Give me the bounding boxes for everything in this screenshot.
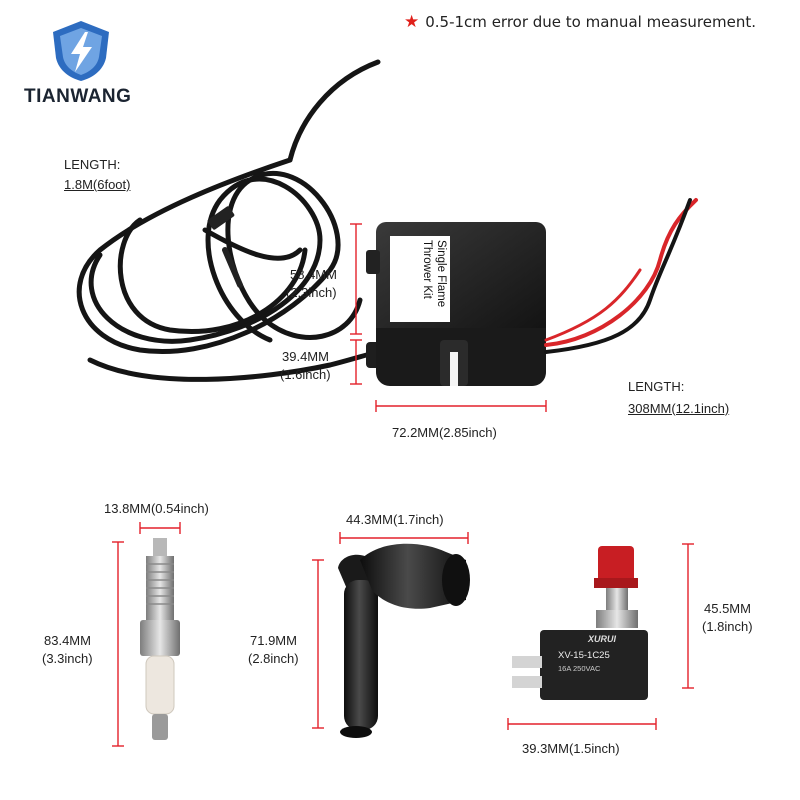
switch-height-mm: 45.5MM — [704, 601, 751, 616]
cable-length-value: 1.8M(6foot) — [64, 177, 131, 192]
box-height-mm: 58.4MM — [290, 267, 337, 282]
spark-plug — [140, 538, 180, 740]
coiled-cable — [76, 59, 381, 382]
switch-width: 39.3MM(1.5inch) — [522, 741, 620, 756]
dimension-lines — [112, 223, 694, 747]
switch-rating-mark: 16A 250VAC — [558, 664, 601, 673]
measurement-note: ★ 0.5-1cm error due to manual measurement… — [404, 12, 756, 32]
cable-tie — [207, 206, 243, 288]
kit-label-text: Single Flame Thrower Kit — [421, 240, 447, 308]
box-depth-in: (1.6inch) — [280, 367, 331, 382]
plug-length-in: (3.3inch) — [42, 651, 93, 666]
spark-plug-boot — [338, 543, 470, 738]
push-button-switch — [512, 546, 648, 700]
lead-wires — [544, 198, 698, 354]
measurement-note-text: 0.5-1cm error due to manual measurement. — [425, 13, 756, 31]
kit-label-sticker — [390, 236, 450, 322]
cap-height-mm: 71.9MM — [250, 633, 297, 648]
star-icon: ★ — [404, 12, 420, 32]
box-height-in: (2.3inch) — [286, 285, 337, 300]
switch-model-mark: XV-15-1C25 — [558, 650, 610, 661]
plug-length-mm: 83.4MM — [44, 633, 91, 648]
cap-width: 44.3MM(1.7inch) — [346, 512, 444, 527]
switch-height-in: (1.8inch) — [702, 619, 753, 634]
cable-length-title: LENGTH: — [64, 157, 121, 172]
wire-length-title: LENGTH: — [628, 379, 685, 394]
brand-logo-icon — [53, 21, 109, 81]
box-width: 72.2MM(2.85inch) — [392, 425, 497, 440]
box-depth-mm: 39.4MM — [282, 349, 329, 364]
switch-brand-mark: XURUI — [588, 634, 617, 644]
cap-height-in: (2.8inch) — [248, 651, 299, 666]
brand-name: TIANWANG — [24, 86, 132, 107]
plug-width: 13.8MM(0.54inch) — [104, 501, 209, 516]
wire-length-value: 308MM(12.1inch) — [628, 401, 730, 416]
